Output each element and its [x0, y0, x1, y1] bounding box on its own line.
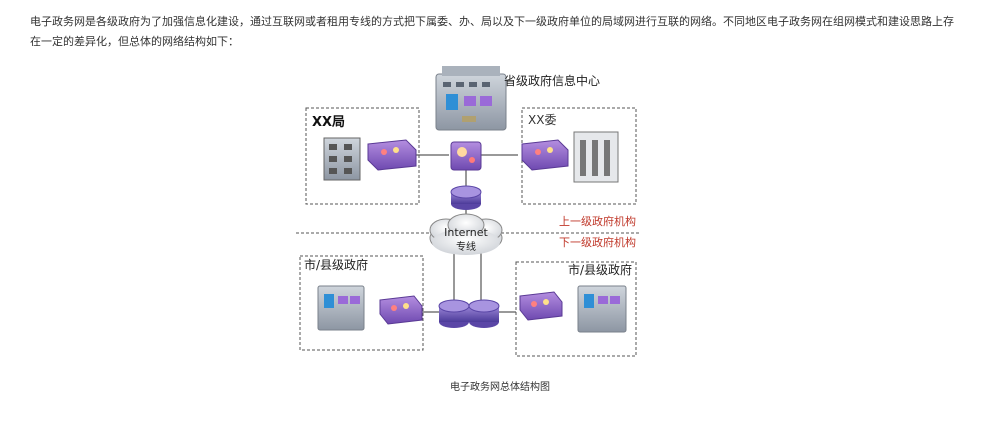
diagram-caption: 电子政务网总体结构图 [450, 382, 550, 393]
leased-line-label: 专线 [456, 240, 476, 253]
committee-label: XX委 [528, 113, 556, 127]
upper-router-icon [450, 185, 482, 210]
city-right-switch-icon [519, 291, 563, 321]
bureau-label: XX局 [312, 115, 345, 130]
city-right-region [515, 261, 637, 357]
internet-cloud-icon [429, 213, 503, 255]
central-switch-icon [450, 141, 482, 171]
city-left-label: 市/县级政府 [304, 257, 368, 272]
provincial-center-label: 省级政府信息中心 [504, 73, 600, 88]
city-right-label: 市/县级政府 [568, 262, 632, 277]
upper-org-label: 上一级政府机构 [559, 214, 636, 228]
network-diagram: 省级政府信息中心 XX局 XX委 Internet [296, 60, 641, 360]
lower-org-label: 下一级政府机构 [559, 235, 636, 249]
lower-router-left-icon [438, 299, 470, 328]
internet-label: Internet [444, 226, 488, 239]
committee-building-icon [573, 131, 619, 183]
intro-paragraph: 电子政务网是各级政府为了加强信息化建设，通过互联网或者租用专线的方式把下属委、办… [30, 15, 954, 48]
city-left-region [299, 255, 424, 351]
city-left-building-icon [317, 285, 365, 331]
bureau-switch-icon [367, 139, 417, 171]
city-left-switch-icon [379, 295, 423, 325]
committee-switch-icon [521, 139, 569, 171]
bureau-region [305, 107, 420, 205]
provincial-center-building [435, 66, 507, 131]
bureau-building-icon [323, 137, 361, 181]
city-right-building-icon [577, 285, 627, 333]
lower-router-right-icon [468, 299, 500, 328]
